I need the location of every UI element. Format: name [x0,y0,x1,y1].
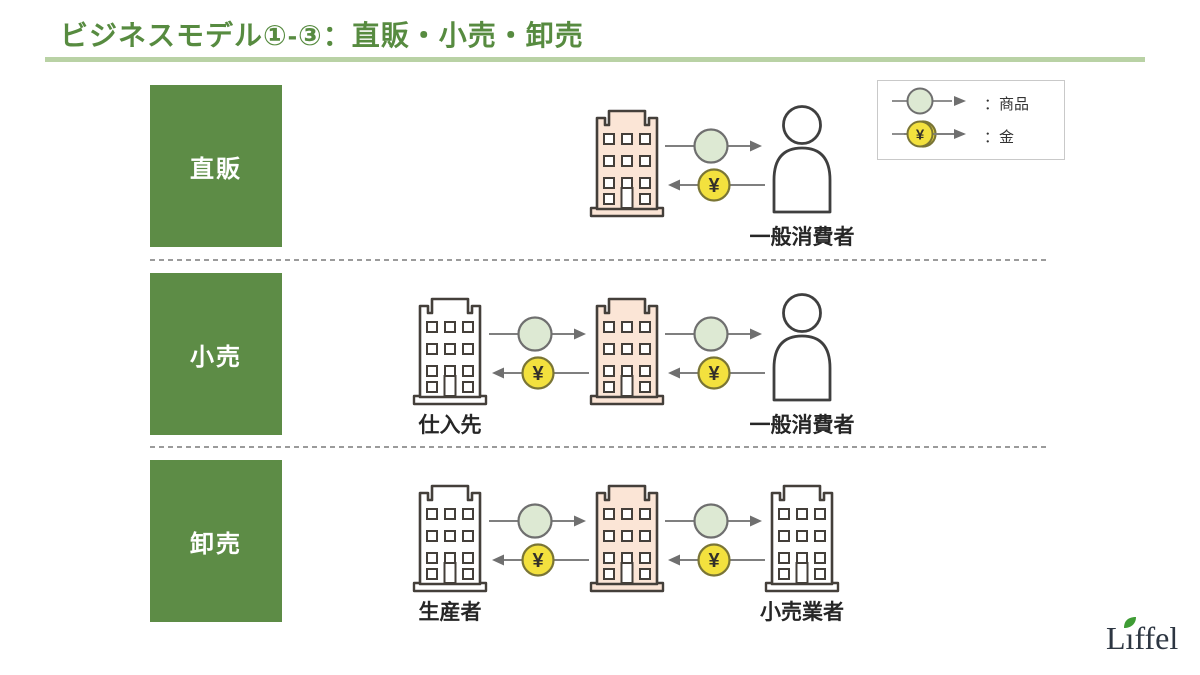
row-separator [150,259,1050,261]
right-arrowhead-icon [749,328,762,340]
row-label-direct-sales: 直販 [150,85,282,247]
left-arrowhead-icon [667,367,680,379]
svg-text:¥: ¥ [708,363,720,385]
goods-circle-icon [692,503,729,539]
right-arrowhead-icon [573,328,586,340]
money-circle-icon [520,356,555,390]
building-highlight-icon [589,479,665,593]
logo-letters-rest: ffel [1134,620,1179,656]
legend-row-money: ¥ ¥ ：金 [890,120,1064,153]
flow-arrows: ¥ [664,128,765,208]
left-arrowhead-icon [667,179,680,191]
entity-label: 仕入先 [365,409,535,439]
left-arrowhead-icon [491,554,504,566]
goods-circle-icon [692,128,729,164]
money-circle-icon [696,356,731,390]
page-title: ビジネスモデル①-③：直販・小売・卸売 [60,20,584,51]
right-arrowhead-icon [749,515,762,527]
svg-text:¥: ¥ [708,175,720,197]
legend-row-goods: ：商品 [890,87,1064,120]
left-arrowhead-icon [667,554,680,566]
flow-arrows: ¥ [488,503,589,583]
leaf-icon [1123,617,1136,628]
building-icon [764,479,840,593]
building-highlight-icon [589,104,665,218]
legend-label-money: ：金 [984,129,1015,146]
money-arrow-icon: ¥ ¥ [890,119,978,154]
entity-label-text: 一般消費者 [749,414,855,437]
svg-text:¥: ¥ [708,550,720,572]
building-icon [412,292,488,406]
goods-circle-icon [516,316,553,352]
entity-label: 一般消費者 [717,409,887,439]
title-underline [45,57,1145,62]
entity-label-text: 一般消費者 [749,226,855,249]
flow-arrows: ¥ [664,503,765,583]
legend-label-goods: ：商品 [984,96,1030,113]
building-highlight-icon [589,292,665,406]
logo-letter-i: ı [1125,620,1135,656]
row-separator [150,446,1050,448]
goods-arrow-icon [890,86,978,121]
entity-label: 小売業者 [717,596,887,626]
goods-circle-icon [692,316,729,352]
building-icon [412,479,488,593]
entity-label: 生産者 [365,596,535,626]
row-label-wholesale: 卸売 [150,460,282,622]
row-label-text: 小売 [190,343,242,371]
svg-text:¥: ¥ [916,127,925,144]
svg-text:¥: ¥ [532,363,544,385]
row-label-retail: 小売 [150,273,282,435]
row-label-text: 直販 [190,155,242,183]
right-arrowhead-icon [749,140,762,152]
entity-label-text: 生産者 [418,601,482,624]
goods-circle-icon [516,503,553,539]
person-icon [764,292,840,406]
flow-arrows: ¥ [488,316,589,396]
svg-text:¥: ¥ [532,550,544,572]
left-arrowhead-icon [491,367,504,379]
row-label-text: 卸売 [190,530,242,558]
entity-label-text: 仕入先 [418,414,482,437]
person-icon [764,104,840,218]
logo-letter-l: L [1106,620,1126,656]
entity-label-text: 小売業者 [760,601,844,624]
entity-label: 一般消費者 [717,221,887,251]
right-arrowhead-icon [573,515,586,527]
money-circle-icon [520,543,555,577]
money-circle-icon [696,543,731,577]
legend: ：商品 ¥ ¥ ：金 [877,80,1065,160]
flow-arrows: ¥ [664,316,765,396]
money-circle-icon [696,168,731,202]
